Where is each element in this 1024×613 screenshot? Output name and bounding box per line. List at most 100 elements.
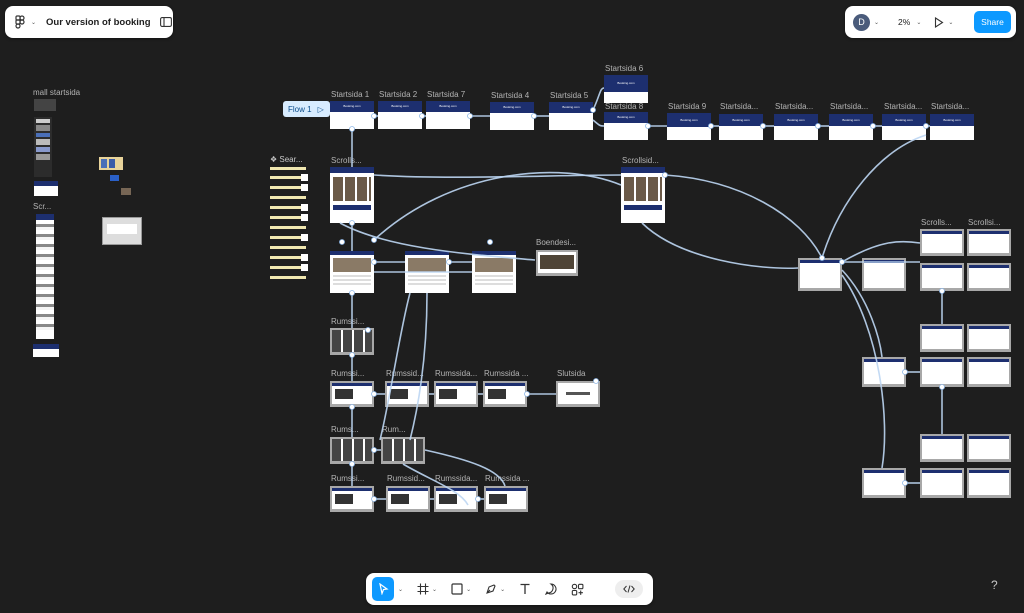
frame-rums-d[interactable] [386,486,430,512]
mall-frame-list[interactable] [34,117,52,177]
frame-right-7[interactable] [967,324,1011,352]
asset-swatch[interactable] [99,157,123,170]
main-menu-button[interactable]: ⌄ [15,11,36,33]
file-title[interactable]: Our version of booking [46,16,151,28]
toggle-panel-button[interactable] [159,17,172,27]
play-icon [935,16,944,28]
frame-label: Rumssid... [387,474,425,483]
component-strip[interactable] [270,214,308,221]
component-strip[interactable] [270,254,308,261]
frame-boende-1[interactable] [330,251,374,293]
zoom-dropdown[interactable]: 2% ⌄ [893,14,926,30]
sidebar-toggle-icon [159,17,172,27]
mall-frame[interactable] [34,99,56,111]
flow-start-badge[interactable]: Flow 1 ▷ [283,101,330,117]
frame-right-3[interactable] [967,229,1011,256]
frame-right-9[interactable] [920,357,964,387]
frame-startsida-6[interactable]: Booking.com [604,75,648,103]
frame-startsida-a[interactable]: Booking.com [719,114,763,140]
frame-startsida-5[interactable]: Booking.com [549,102,593,130]
component-strip[interactable] [270,184,308,191]
frame-startsida-1[interactable]: Booking.com [330,101,374,129]
component-strip[interactable] [270,234,308,241]
frame-right-2[interactable] [920,229,964,256]
scroll-frame-small[interactable] [33,344,59,357]
frame-right-11[interactable] [920,434,964,462]
help-button[interactable]: ? [991,578,998,592]
chevron-down-icon: ⌄ [432,586,438,593]
rectangle-icon [451,583,463,595]
component-strip[interactable] [270,226,306,229]
frame-rumssida-1[interactable] [330,381,374,407]
frame-label: Startsida... [931,102,970,111]
move-tool-button[interactable] [372,577,394,601]
frame-startsida-2[interactable]: Booking.com [378,101,422,129]
frame-rums-b[interactable] [381,437,425,464]
shape-tool-button[interactable]: ⌄ [451,577,471,601]
frame-right-15[interactable] [967,468,1011,498]
frame-right-hub[interactable] [798,258,842,291]
actions-tool-button[interactable] [571,577,584,601]
pen-tool-button[interactable]: ⌄ [485,577,505,601]
frame-right-4[interactable] [920,263,964,291]
frame-tool-button[interactable]: ⌄ [417,577,437,601]
frame-rums-a[interactable] [330,437,374,464]
mall-frame-small[interactable] [34,181,58,196]
frame-rums-c[interactable] [330,486,374,512]
frame-startsida-9[interactable]: Booking.com [667,113,711,140]
frame-right-1[interactable] [862,258,906,291]
component-strip[interactable] [270,196,306,199]
component-strip[interactable] [270,167,306,170]
frame-startsida-c[interactable]: Booking.com [829,114,873,140]
share-button[interactable]: Share [974,11,1011,33]
frame-slutsida[interactable] [556,381,600,407]
component-strip[interactable] [270,204,308,211]
asset-card[interactable] [102,217,142,245]
frame-right-8[interactable] [862,357,906,387]
component-strip[interactable] [270,174,308,181]
asset-image[interactable] [121,188,131,195]
frame-scrollsida-2[interactable] [621,167,665,223]
frame-right-12[interactable] [967,434,1011,462]
chevron-down-icon[interactable]: ⌄ [398,586,404,593]
cursor-icon [378,583,389,595]
frame-startsida-e[interactable]: Booking.com [930,114,974,140]
frame-right-5[interactable] [967,263,1011,291]
component-strip[interactable] [270,276,306,279]
frame-rums-f[interactable] [484,486,528,512]
pen-icon [486,584,496,594]
frame-boendesida[interactable] [536,250,578,276]
play-flow-icon[interactable]: ▷ [317,104,324,114]
frame-startsida-8[interactable]: Booking.com [604,112,648,140]
frame-right-14[interactable] [920,468,964,498]
frame-rumssida-4[interactable] [483,381,527,407]
frame-label: Rum... [382,425,406,434]
frame-right-10[interactable] [967,357,1011,387]
frame-startsida-d[interactable]: Booking.com [882,114,926,140]
chevron-down-icon[interactable]: ⌄ [874,19,880,26]
avatar[interactable]: D [853,13,870,31]
frame-label: Startsida... [720,102,759,111]
frame-label: Rumssid... [386,369,424,378]
chevron-down-icon: ⌄ [500,586,506,593]
frame-rumssida-3[interactable] [434,381,478,407]
present-button[interactable]: ⌄ [934,16,953,28]
frame-rumssida-2[interactable] [385,381,429,407]
frame-scrollsida-1[interactable] [330,167,374,223]
frame-right-13[interactable] [862,468,906,498]
component-strip[interactable] [270,264,308,271]
dev-mode-toggle[interactable] [615,580,643,598]
figma-logo-icon [15,15,25,29]
text-tool-button[interactable] [519,577,531,601]
frame-startsida-b[interactable]: Booking.com [774,114,818,140]
frame-label: Startsida 4 [491,91,530,100]
comment-tool-button[interactable] [545,577,557,601]
frame-rums-e[interactable] [434,486,478,512]
asset-icon[interactable] [110,175,119,181]
scroll-frame-long[interactable] [36,214,54,339]
frame-startsida-4[interactable]: Booking.com [490,102,534,130]
component-strip[interactable] [270,246,306,249]
frame-startsida-7[interactable]: Booking.com [426,101,470,129]
frame-right-6[interactable] [920,324,964,352]
